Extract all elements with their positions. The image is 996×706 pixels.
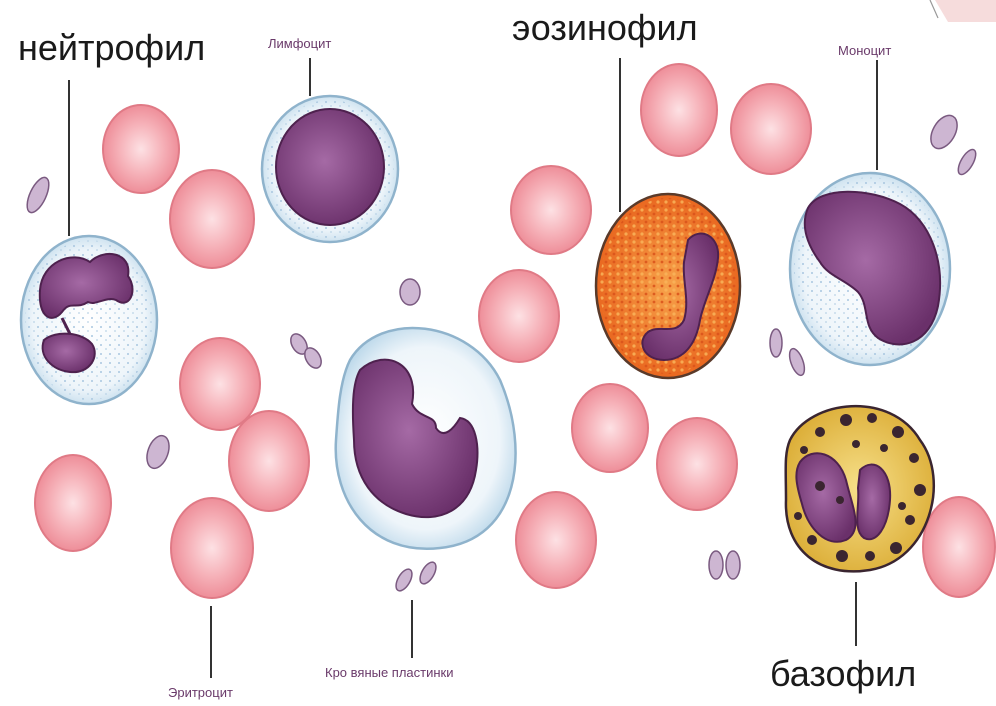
lymphocyte-leader	[309, 58, 311, 96]
eosinophil-cell	[596, 194, 740, 378]
platelet	[925, 111, 962, 153]
erythrocyte-leader	[210, 606, 212, 678]
platelet	[726, 551, 740, 579]
platelet	[400, 279, 420, 305]
platelet	[770, 329, 782, 357]
monocyte-leader	[876, 60, 878, 170]
label-erythrocyte: Эритроцит	[168, 686, 233, 699]
corner-decoration	[935, 0, 996, 22]
label-eosinophil: эозинофил	[512, 10, 698, 46]
basophil-cell	[786, 406, 934, 571]
erythrocyte	[229, 411, 309, 511]
label-lymphocyte: Лимфоцит	[268, 37, 331, 50]
erythrocyte	[170, 170, 254, 268]
erythrocyte	[641, 64, 717, 156]
eosinophil-leader	[619, 58, 621, 212]
monocyte-cell	[790, 173, 950, 365]
erythrocyte	[923, 497, 995, 597]
platelet	[143, 433, 173, 472]
label-basophil: базофил	[770, 656, 916, 692]
erythrocyte	[511, 166, 591, 254]
erythrocyte	[35, 455, 111, 551]
platelet	[709, 551, 723, 579]
erythrocyte	[180, 338, 260, 430]
basophil-leader	[855, 582, 857, 646]
neutrophil-leader	[68, 80, 70, 236]
platelets-leader	[411, 600, 413, 658]
platelet	[23, 174, 54, 215]
erythrocyte	[657, 418, 737, 510]
erythrocyte	[731, 84, 811, 174]
neutrophil-cell	[21, 236, 157, 404]
platelet	[393, 567, 415, 594]
label-monocyte: Моноцит	[838, 44, 891, 57]
erythrocyte	[572, 384, 648, 472]
erythrocyte	[103, 105, 179, 193]
erythrocyte	[479, 270, 559, 362]
platelet	[787, 347, 808, 377]
label-platelets: Кро вяные пластинки	[325, 666, 454, 679]
platelet	[417, 560, 439, 587]
large-monocyte-cell	[336, 328, 516, 549]
erythrocyte	[171, 498, 253, 598]
lymphocyte-nucleus	[276, 109, 384, 225]
lymphocyte-cell	[262, 96, 398, 242]
label-neutrophil: нейтрофил	[18, 30, 205, 66]
platelet	[955, 147, 979, 177]
erythrocyte	[516, 492, 596, 588]
